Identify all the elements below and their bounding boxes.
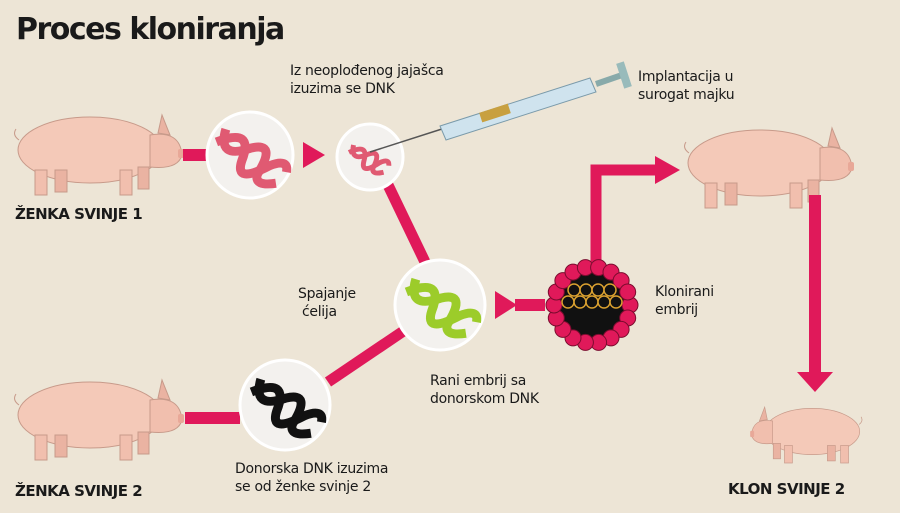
fusion-caption-1: Spajanje [298, 286, 356, 302]
embryo-inner-cell [561, 295, 575, 309]
fused-cell-circle [393, 260, 487, 350]
embryo-outer-cell [619, 283, 637, 301]
pig1-label: ŽENKA SVINJE 1 [15, 205, 143, 223]
cloned-embryo-icon [545, 259, 639, 351]
embryo-inner-cell [597, 295, 611, 309]
syringe-icon [369, 61, 632, 153]
embryo-inner-cell [579, 283, 593, 297]
donor-dna-circle [238, 360, 332, 450]
fusion-caption-2: ćelija [302, 304, 337, 320]
arrow-down [797, 372, 833, 392]
embryo-inner-cell [609, 295, 623, 309]
surrogate-pig-image [684, 127, 855, 209]
egg-caption-1: Iz neoplođenog jajašca [290, 63, 444, 79]
arrow-right-1 [303, 142, 325, 168]
implant-caption-1: Implantacija u [638, 69, 734, 85]
page-title: Proces kloniranja [16, 12, 285, 47]
implant-caption-2: surogat majku [638, 87, 735, 103]
pig-2-image [14, 379, 185, 461]
pig2-label: ŽENKA SVINJE 2 [15, 482, 143, 500]
embryo-inner-cell [585, 295, 599, 309]
pig-1-image [14, 114, 185, 196]
cloned-caption-2: embrij [655, 302, 698, 318]
cloned-caption-1: Klonirani [655, 284, 714, 300]
clone-pig-image [749, 406, 863, 464]
clone-label: KLON SVINJE 2 [728, 480, 845, 498]
early-caption-1: Rani embrij sa [430, 373, 527, 389]
donor-caption-1: Donorska DNK izuzima [235, 461, 389, 477]
embryo-inner-cell [591, 283, 605, 297]
pig1-dna-circle [205, 112, 293, 198]
donor-caption-2: se od ženke svinje 2 [235, 479, 371, 495]
embryo-inner-cell [573, 295, 587, 309]
arrow-right-3 [655, 156, 680, 184]
embryo-inner-cell [567, 283, 581, 297]
egg-caption-2: izuzima se DNK [290, 81, 395, 97]
early-caption-2: donorskom DNK [430, 391, 539, 407]
egg-cell-circle [335, 122, 405, 192]
arrow-right-2 [495, 291, 517, 319]
embryo-inner-cell [603, 283, 617, 297]
flow-connectors [183, 142, 833, 424]
